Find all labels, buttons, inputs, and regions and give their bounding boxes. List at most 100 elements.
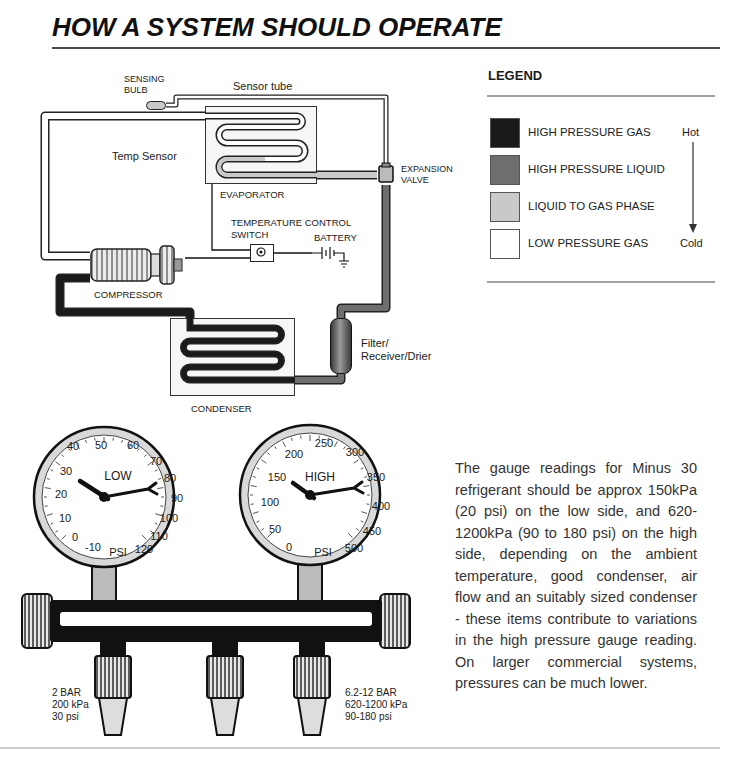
fitting-block — [100, 642, 126, 656]
fitting-tip — [211, 698, 239, 735]
tick-mark — [253, 512, 259, 514]
pipe-connector — [341, 185, 386, 318]
pipe-fill — [341, 185, 386, 318]
label: Temp Sensor — [112, 150, 177, 163]
max-pointer — [104, 483, 157, 497]
label: 30 psi — [52, 711, 79, 723]
label: 60 — [127, 439, 139, 452]
pulley — [160, 246, 174, 284]
bottom-rule — [0, 748, 720, 749]
tick-mark — [291, 438, 293, 441]
gauge-hub — [99, 492, 109, 502]
label: 120 — [135, 543, 153, 556]
valve-body — [379, 166, 393, 182]
component-label: COMPRESSOR — [94, 289, 163, 300]
legend-text: HIGH PRESSURE LIQUID — [528, 163, 665, 177]
label: 6.2-12 BAR — [345, 687, 397, 699]
label: 100 — [160, 512, 178, 525]
tick-mark — [275, 446, 277, 448]
tick-mark — [356, 529, 358, 531]
component-art — [312, 245, 348, 261]
label: 620-1200 kPa — [345, 699, 407, 711]
tick-mark — [157, 487, 163, 489]
tick-mark — [354, 460, 359, 464]
label: 100 — [261, 496, 279, 509]
fitting-block — [212, 642, 238, 656]
tick-mark — [257, 521, 260, 522]
tick-mark — [85, 440, 87, 443]
caption-text: The gauge readings for Minus 30 refriger… — [455, 458, 697, 695]
tick-mark — [121, 440, 123, 443]
tick-mark — [158, 478, 161, 480]
tick-mark — [55, 531, 57, 533]
compressor-body — [91, 249, 151, 281]
pipe-fill — [317, 172, 377, 178]
label: HIGH — [305, 470, 335, 484]
label: 110 — [150, 530, 168, 543]
label: Cold — [680, 237, 703, 250]
tick-mark — [45, 505, 48, 506]
manifold-bore — [60, 612, 372, 626]
tick-mark — [51, 470, 54, 471]
legend-swatch — [490, 118, 520, 148]
battery-symbol — [312, 247, 349, 267]
component: TEMPERATURE CONTROL SWITCH — [250, 244, 274, 262]
tick-mark — [261, 460, 266, 464]
legend-text: HIGH PRESSURE GAS — [528, 126, 651, 140]
tick-mark — [45, 487, 51, 489]
fitting-nut — [294, 656, 330, 698]
label: 10 — [59, 512, 71, 525]
tick-mark — [361, 512, 367, 514]
tick-mark — [47, 514, 53, 516]
tick-mark — [361, 521, 364, 522]
tick-mark — [363, 485, 369, 487]
gauge-hub — [305, 490, 315, 500]
label: 70 — [150, 455, 162, 468]
component: BATTERY — [312, 245, 348, 261]
label: 500 — [345, 542, 363, 555]
fitting-nut — [95, 656, 131, 698]
component: SENSING BULB — [146, 101, 166, 110]
label: 200 — [285, 448, 303, 461]
tick-mark — [367, 495, 370, 496]
valve-cap — [382, 163, 390, 167]
pipe-fill — [45, 116, 205, 256]
fitting-tip — [298, 698, 326, 735]
label: 90-180 psi — [345, 711, 392, 723]
tick-mark — [261, 529, 263, 531]
label: PSI — [109, 546, 127, 559]
tick-mark — [283, 442, 286, 447]
title-rule — [52, 47, 720, 49]
label: 50 — [95, 439, 107, 452]
compressor-cap — [151, 254, 160, 276]
tick-mark — [335, 442, 338, 447]
legend-swatch — [490, 229, 520, 259]
tick-mark — [366, 503, 369, 504]
valve-knob — [380, 594, 410, 648]
tick-mark — [155, 470, 158, 471]
coil — [205, 116, 317, 175]
tick-mark — [251, 485, 257, 487]
tick-mark — [47, 478, 50, 480]
shaft — [174, 259, 182, 271]
tick-mark — [62, 455, 64, 457]
component-label: BATTERY — [314, 232, 357, 243]
legend-swatch — [490, 155, 520, 185]
switch-dot — [259, 250, 262, 253]
tick-mark — [144, 455, 146, 457]
legend-rule — [487, 281, 715, 282]
pipe-connector — [274, 253, 312, 254]
component-label: EXPANSION VALVE — [401, 164, 471, 186]
tick-mark — [364, 476, 367, 478]
tick-mark — [251, 503, 254, 504]
max-pointer — [310, 482, 363, 495]
coil-phase — [219, 159, 317, 175]
legend-swatch — [490, 192, 520, 222]
label: 300 — [346, 446, 364, 459]
tick-mark — [300, 436, 301, 439]
label: LEGEND — [488, 68, 542, 84]
manifold-body — [50, 600, 382, 642]
tick-mark — [55, 462, 60, 466]
component-label: CONDENSER — [191, 403, 252, 414]
